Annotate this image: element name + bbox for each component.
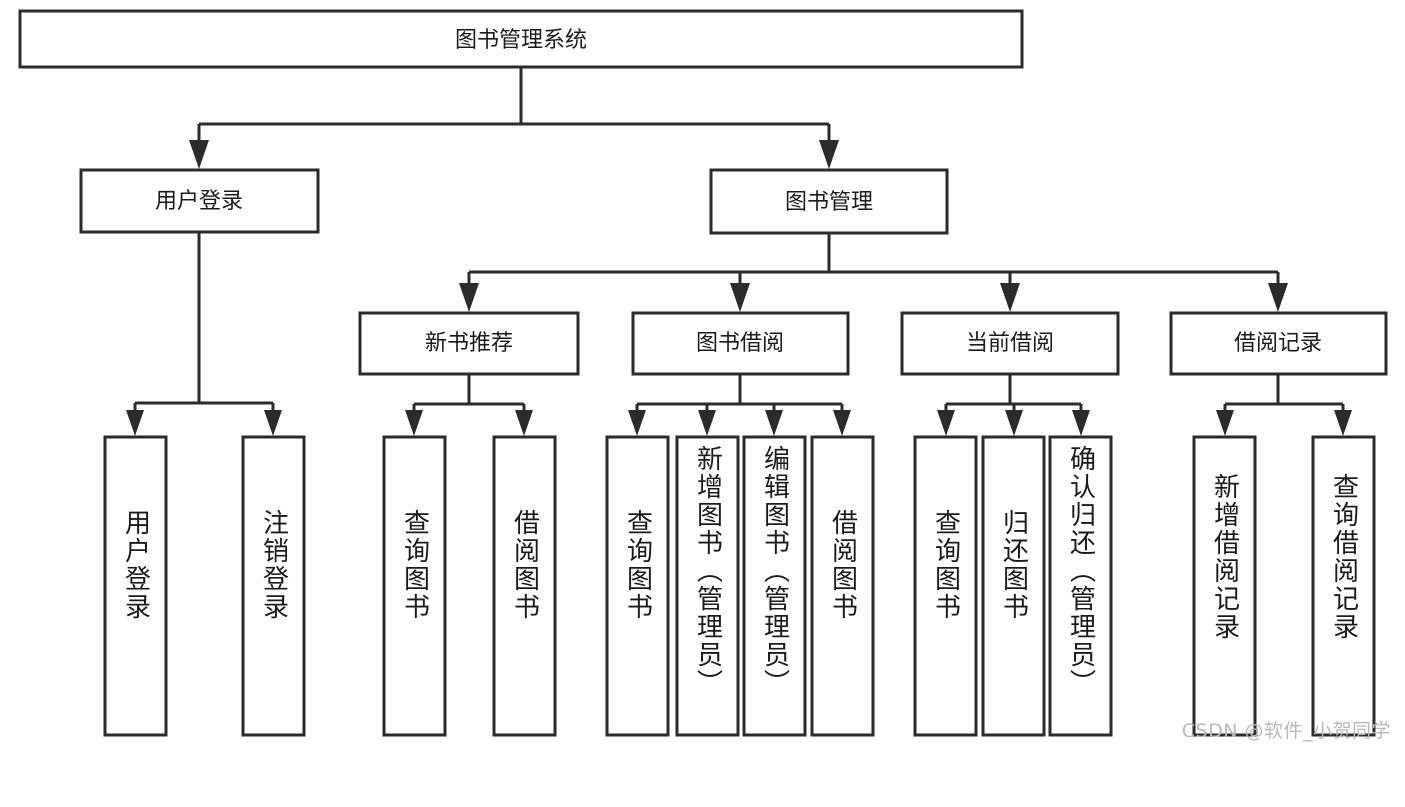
node-leaf-bb-edit-book[interactable]	[742, 435, 807, 737]
connector-book-mgmt-to-level3	[459, 233, 1288, 312]
node-leaf-user-login[interactable]	[103, 435, 168, 737]
node-leaf-nb-borrow-book[interactable]	[492, 435, 557, 737]
connector-user-login-to-leaves	[126, 232, 282, 436]
node-book-borrow-label: 图书借阅	[696, 331, 784, 356]
node-user-login[interactable]	[79, 168, 320, 234]
connector-current-borrow-to-leaves	[937, 374, 1090, 436]
node-book-management[interactable]	[709, 168, 949, 235]
connector-new-book-to-leaves	[405, 374, 533, 436]
node-new-book-recommend-label: 新书推荐	[425, 331, 513, 356]
node-root-label: 图书管理系统	[455, 28, 587, 53]
node-leaf-br-query-record[interactable]	[1311, 435, 1376, 737]
node-borrow-record[interactable]	[1169, 311, 1388, 376]
node-leaf-cb-query-book[interactable]	[913, 435, 978, 737]
node-leaf-logout[interactable]	[241, 435, 306, 737]
node-leaf-br-add-record[interactable]	[1192, 435, 1257, 737]
node-leaf-bb-borrow-book[interactable]	[810, 435, 875, 737]
node-leaf-bb-add-book[interactable]	[675, 435, 740, 737]
node-leaf-nb-query-book[interactable]	[382, 435, 447, 737]
node-new-book-recommend[interactable]	[358, 311, 580, 376]
node-leaf-cb-confirm-return[interactable]	[1048, 435, 1113, 737]
node-current-borrow[interactable]	[900, 311, 1120, 376]
node-leaf-bb-query-book[interactable]	[605, 435, 670, 737]
node-leaf-cb-return-book[interactable]	[981, 435, 1046, 737]
node-user-login-label: 用户登录	[155, 189, 243, 214]
node-borrow-record-label: 借阅记录	[1234, 331, 1322, 356]
node-root[interactable]	[18, 9, 1024, 69]
node-current-borrow-label: 当前借阅	[966, 331, 1054, 356]
connector-borrow-record-to-leaves	[1216, 374, 1352, 436]
flowchart-svg: 图书管理系统 用户登录 图书管理 新书推荐 图书借阅 当前借阅 借阅记录	[18, 9, 1388, 737]
node-book-management-label: 图书管理	[785, 190, 873, 215]
connector-book-borrow-to-leaves	[628, 374, 851, 436]
connector-root-to-level2	[189, 67, 839, 169]
node-book-borrow[interactable]	[631, 311, 850, 376]
csdn-watermark: CSDN @软件_小贺同学	[1181, 720, 1391, 742]
flowchart-canvas: 图书管理系统 用户登录 图书管理 新书推荐 图书借阅 当前借阅 借阅记录 用户登	[18, 9, 1391, 742]
